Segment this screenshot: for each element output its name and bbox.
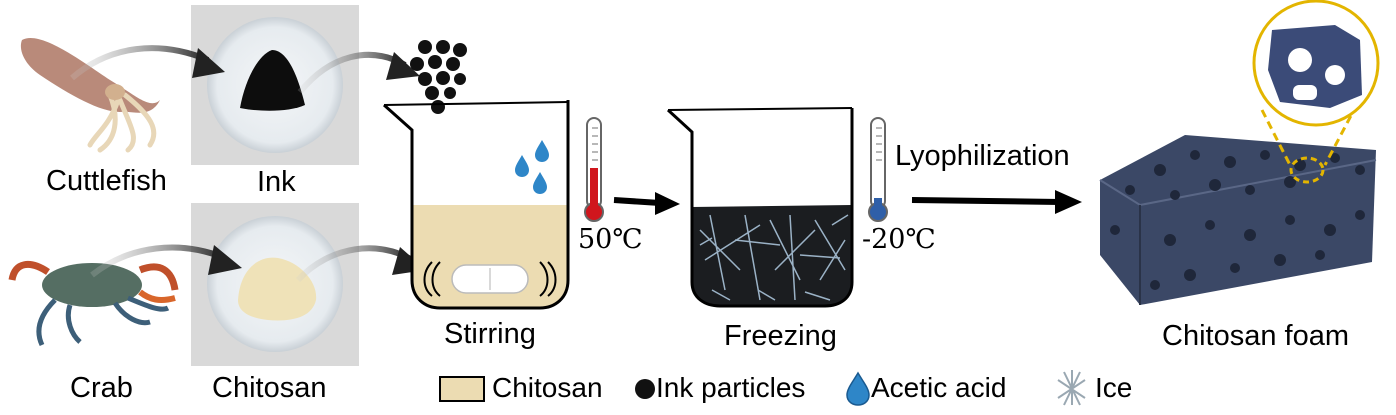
cuttlefish-to-ink-arrow — [70, 45, 210, 81]
ink-particles-cluster — [410, 40, 467, 114]
stirring-to-freezing-arrow — [613, 197, 661, 206]
lyophilization-arrow — [911, 197, 1061, 205]
legend-ice-icon — [1057, 370, 1086, 406]
stirring-beaker — [383, 100, 570, 310]
crab-label: Crab — [70, 372, 133, 404]
stirring-temperature: 50℃ — [578, 224, 643, 255]
cuttlefish-label: Cuttlefish — [46, 165, 167, 197]
freezing-beaker — [666, 107, 854, 308]
foam-zoom-inset — [1252, 0, 1380, 184]
legend-ink-particle-icon — [635, 379, 655, 399]
chitosan-foam-label: Chitosan foam — [1162, 320, 1349, 352]
crab-image — [8, 261, 179, 347]
legend-chitosan-label: Chitosan — [492, 372, 603, 403]
lyophilization-label: Lyophilization — [895, 140, 1070, 172]
cold-thermometer-icon — [868, 117, 888, 222]
ink-label: Ink — [257, 166, 296, 198]
crab-to-chitosan-arrow — [90, 244, 227, 278]
legend-ice-label: Ice — [1095, 372, 1133, 403]
hot-thermometer-icon — [584, 117, 604, 222]
freezing-label: Freezing — [724, 320, 837, 352]
legend-ink-particles-label: Ink particles — [656, 372, 806, 403]
freezing-temperature: -20℃ — [862, 224, 936, 255]
legend-chitosan-swatch — [439, 376, 485, 402]
chitosan-foam-block — [1099, 135, 1377, 305]
chitosan-label: Chitosan — [212, 372, 327, 404]
ink-dish — [207, 17, 343, 153]
stirring-label: Stirring — [444, 318, 536, 350]
legend-acid-drop-icon — [846, 371, 870, 406]
chitosan-dish — [207, 216, 343, 352]
legend-acetic-acid-label: Acetic acid — [871, 372, 1007, 403]
cuttlefish-image — [20, 38, 161, 153]
